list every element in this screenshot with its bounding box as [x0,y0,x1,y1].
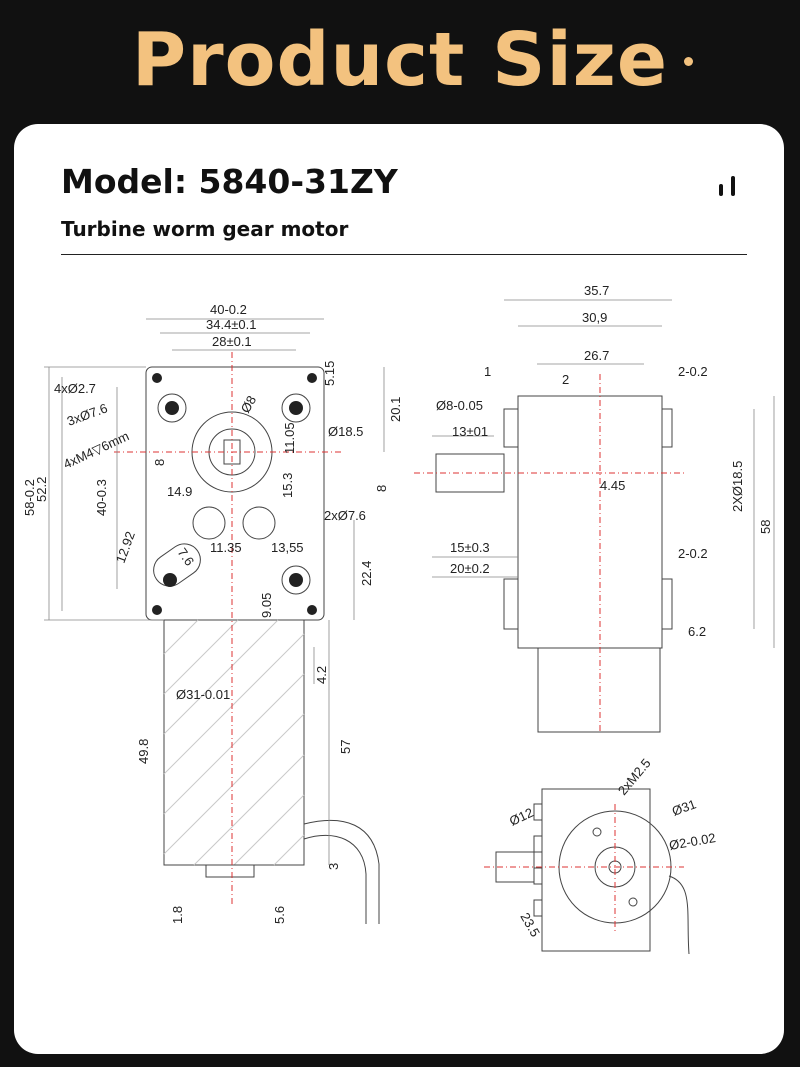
dim-15-3: 15.3 [280,473,295,498]
dim-boss-dia: Ø18.5 [328,424,363,439]
mount-hole [157,393,187,423]
motor-side [537,647,661,733]
rear-thread: 2xM2.5 [615,756,654,798]
dim-11-05: 11.05 [282,422,297,454]
dim-holes-3x: 3xØ7.6 [65,400,110,428]
banner: Product Size [0,0,800,120]
header-divider [61,254,747,255]
dim-gearbox-height: 40-0.3 [94,479,109,516]
side-dim-4-45: 4.45 [600,478,625,493]
dim-8: 8 [152,459,167,466]
side-dim-2: 2 [562,372,569,387]
side-dim-35-7: 35.7 [584,283,609,298]
dim-hole-span-inner: 28±0.1 [212,334,252,349]
dim-7-6: 7.6 [175,545,198,568]
side-shaft-dia: Ø8-0.05 [436,398,483,413]
corner-hole [152,605,162,615]
rear-dia-12: Ø12 [507,805,536,829]
side-dim-2-02-top: 2-0.2 [678,364,708,379]
rear-view: 2xM2.5 Ø12 Ø31 Ø2-0.02 23.5 [484,756,717,955]
dim-13-55: 13,55 [271,540,304,555]
dim-4-2: 4.2 [314,666,329,684]
dim-11-35: 11.35 [210,540,242,555]
motor-body [163,619,305,866]
side-dim-30-9: 30,9 [582,310,607,325]
side-dim-8: 8 [374,485,389,492]
dim-height-inner: 52.2 [34,477,49,502]
hole-7-6 [192,506,226,540]
mount-hole [281,393,311,423]
mount-hole [281,565,311,595]
gearbox-side [517,395,663,649]
hole-7-6 [242,506,276,540]
side-dim-26-7: 26.7 [584,348,609,363]
technical-drawing: 40-0.2 34.4±0.1 28±0.1 4xØ2.7 3xØ7.6 4xM… [22,283,775,955]
dim-57: 57 [338,740,353,754]
dim-motor-dia: Ø31-0.01 [176,687,230,702]
dim-height-total: 58-0.2 [22,479,37,516]
rear-dia-31: Ø31 [670,796,698,819]
corner-hole [307,373,317,383]
corner-hole [152,373,162,383]
rear-dim-23-5: 23.5 [517,910,543,939]
side-dim-2x-18-5: 2XØ18.5 [730,461,745,512]
dim-22-4: 22.4 [359,561,374,586]
dim-motor-length: 49.8 [136,739,151,764]
dim-9-05: 9.05 [259,593,274,618]
side-dim-20: 20±0.2 [450,561,490,576]
banner-title: Product Size [131,17,669,103]
dim-12-92: 12.92 [113,529,138,565]
banner-dot [684,57,693,66]
side-dim-1: 1 [484,364,491,379]
dim-hole-span-outer: 34.4±0.1 [206,317,257,332]
dim-5-15: 5.15 [322,361,337,386]
dim-3: 3 [326,863,341,870]
corner-hole [307,605,317,615]
rear-shaft [495,851,535,883]
side-view: 35.7 30,9 26.7 1 2 2-0.2 Ø8-0.05 13±01 8… [374,283,775,734]
rear-dia-2: Ø2-0.02 [668,830,717,853]
dim-5-6: 5.6 [272,906,287,924]
dim-1-8: 1.8 [170,906,185,924]
side-dim-15: 15±0.3 [450,540,490,555]
dim-holes-4x: 4xØ2.7 [54,381,96,396]
dim-thread: 4xM4▽6mm [61,428,131,471]
slot-hole [153,543,201,587]
dim-shaft-dia: Ø8 [238,393,260,416]
side-dim-2-02-bottom: 2-0.2 [678,546,708,561]
dim-20-1: 20.1 [388,397,403,422]
rear-gearbox [541,788,651,952]
model-title: Model: 5840-31ZY [61,162,398,201]
dim-holes-2x: 2xØ7.6 [324,508,366,523]
spec-card: Model: 5840-31ZY Turbine worm gear motor [14,124,784,1054]
side-dim-13: 13±01 [452,424,488,439]
side-dim-6-2: 6.2 [688,624,706,639]
dim-14-9: 14.9 [167,484,192,499]
signal-bars-icon [717,172,741,196]
model-subtitle: Turbine worm gear motor [61,217,349,241]
front-view: 40-0.2 34.4±0.1 28±0.1 4xØ2.7 3xØ7.6 4xM… [22,302,403,924]
dim-width-total: 40-0.2 [210,302,247,317]
side-dim-58: 58 [758,520,773,534]
